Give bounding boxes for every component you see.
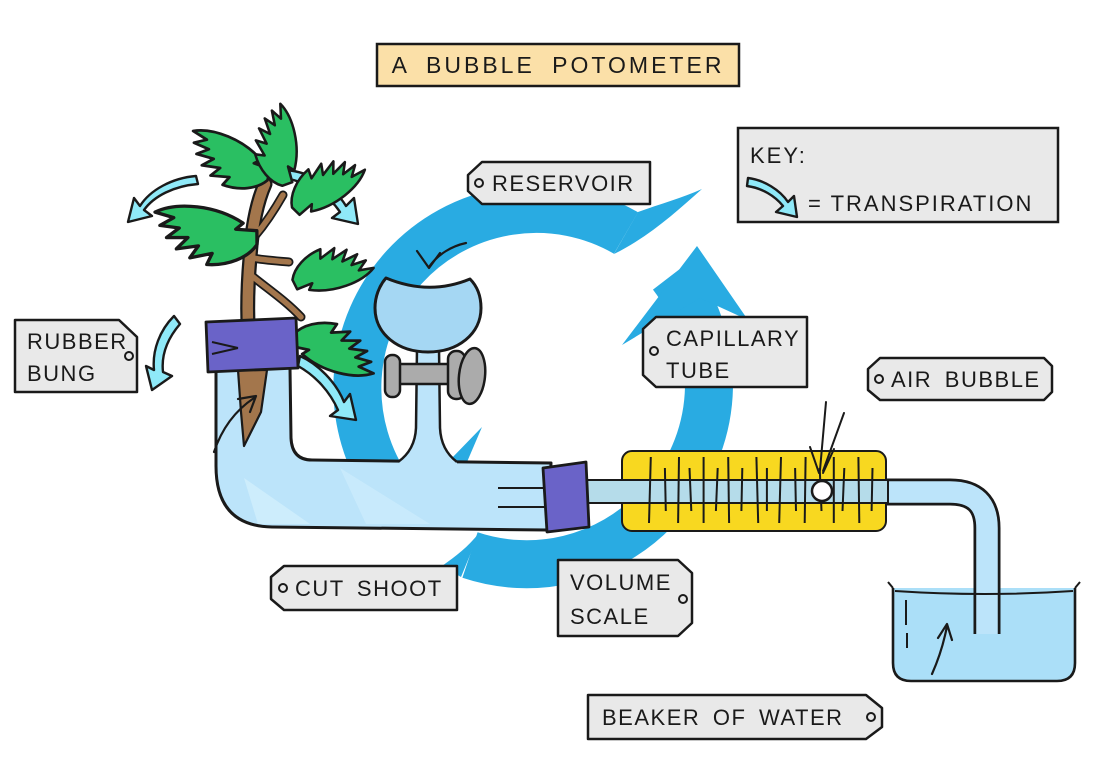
tag-capillary-tube: CAPILLARY TUBE: [641, 315, 809, 389]
refill-arrow-icon: [415, 241, 468, 270]
circulation-arc-spike: [449, 427, 482, 462]
bung-notch: [211, 341, 239, 355]
transpiration-arrow-mid-right-icon: [296, 354, 358, 422]
scale-tick: [778, 456, 782, 524]
tap-knob: [457, 346, 487, 406]
leaf: [290, 160, 367, 217]
tap: [383, 346, 487, 406]
scale-tick: [663, 467, 667, 512]
rubber-bung: [204, 316, 300, 374]
beaker-lip-marks: [887, 581, 1081, 589]
scale-tick: [714, 467, 719, 512]
tag-shape: [556, 558, 694, 638]
scale-tick: [841, 467, 846, 512]
tap-left-cap: [383, 353, 402, 399]
scale-tick: [857, 456, 861, 524]
tag-hole-icon: [474, 178, 484, 188]
label-reservoir: RESERVOIR: [492, 171, 635, 196]
transpiration-arrow-mid-left-icon: [144, 314, 182, 392]
volume-scale-assembly: [583, 401, 889, 532]
transpiration-arrows: [126, 168, 360, 422]
tube-to-beaker: [887, 481, 998, 634]
tag-beaker-of-water: BEAKER OF WATER: [586, 693, 884, 741]
tag-hole-icon: [278, 583, 288, 593]
leaves: [153, 102, 375, 377]
scale-tick: [803, 456, 807, 524]
tag-reservoir: RESERVOIR: [466, 160, 652, 206]
tag-shape: [466, 160, 652, 206]
leaf: [191, 129, 272, 190]
label-volume-scale-line1: VOLUME: [570, 570, 672, 595]
beaker-outline: [891, 588, 1077, 683]
bung-body: [204, 316, 300, 374]
tag-hole-icon: [866, 712, 876, 722]
label-cut-shoot: CUT SHOOT: [295, 576, 443, 601]
reservoir-assembly: [373, 241, 487, 465]
title-box: A BUBBLE POTOMETER: [375, 42, 741, 88]
funnel-stem-fill: [398, 348, 457, 465]
tag-volume-scale: VOLUME SCALE: [556, 558, 694, 638]
key-heading: KEY:: [750, 143, 807, 168]
capillary-inside-tube-lines: [498, 487, 545, 508]
tag-cut-shoot: CUT SHOOT: [269, 564, 459, 612]
beaker-sketch-dashes: [905, 600, 908, 648]
tag-hole-icon: [649, 346, 659, 356]
funnel-stem-left-edge: [397, 347, 419, 464]
transpiration-arrow-top-left-icon: [126, 174, 200, 224]
title-background: [375, 42, 741, 88]
key-box: KEY: = TRANSPIRATION: [736, 126, 1060, 224]
label-capillary-tube-line2: TUBE: [666, 358, 731, 383]
tube-body: [214, 366, 553, 532]
page-title: A BUBBLE POTOMETER: [392, 52, 725, 78]
air-bubble-pointer-icon: [809, 401, 845, 474]
tube-highlight: [244, 478, 310, 524]
tag-shape: [586, 693, 884, 741]
scale-tick: [727, 456, 731, 524]
label-rubber-bung-line2: BUNG: [27, 361, 97, 386]
scale-tick: [755, 456, 760, 524]
tag-shape: [269, 564, 459, 612]
air-bubble-marker: [810, 479, 834, 503]
funnel-stem-right-edge: [437, 347, 458, 463]
rubber-connector: [541, 460, 591, 534]
leaf: [253, 102, 298, 188]
main-tube: [214, 366, 553, 532]
circulation-arc-left-top: [333, 185, 638, 505]
tag-shape: [13, 318, 139, 394]
label-capillary-tube-line1: CAPILLARY: [666, 326, 800, 351]
tag-rubber-bung: RUBBER BUNG: [13, 318, 139, 394]
scale-tick: [677, 456, 680, 524]
tag-shape: [866, 356, 1054, 402]
tube-highlight: [340, 468, 430, 524]
scale-tick: [794, 467, 797, 512]
tag-hole-icon: [678, 594, 688, 604]
scale-tick: [870, 467, 874, 512]
scale-tick: [688, 467, 693, 512]
label-air-bubble: AIR BUBBLE: [891, 367, 1041, 392]
scale-tick: [648, 456, 652, 524]
leaf: [153, 204, 259, 267]
cut-shoot-pointer-icon: [212, 394, 258, 454]
scale-ticks: [648, 456, 874, 524]
tag-hole-icon: [124, 351, 134, 361]
leaf: [291, 246, 375, 292]
key-entry: = TRANSPIRATION: [808, 191, 1033, 216]
tag-hole-icon: [874, 374, 884, 384]
scale-tick: [740, 467, 744, 512]
beaker-assembly: [887, 478, 1081, 683]
label-tags: RESERVOIR RUBBER BUNG CAPILLARY TUBE AIR…: [13, 160, 1054, 741]
uptake-arrow-icon: [930, 622, 954, 676]
label-beaker-of-water: BEAKER OF WATER: [602, 705, 844, 730]
leaf: [290, 321, 375, 377]
label-rubber-bung-line1: RUBBER: [27, 329, 128, 354]
tag-shape: [641, 315, 809, 389]
tag-air-bubble: AIR BUBBLE: [866, 356, 1054, 402]
water-surface-line: [894, 590, 1074, 595]
reservoir-funnel-bowl: [373, 276, 483, 354]
label-volume-scale-line2: SCALE: [570, 604, 650, 629]
circulation-arc-taper-tip: [614, 189, 702, 254]
key-transpiration-arrow-icon: [745, 176, 799, 219]
